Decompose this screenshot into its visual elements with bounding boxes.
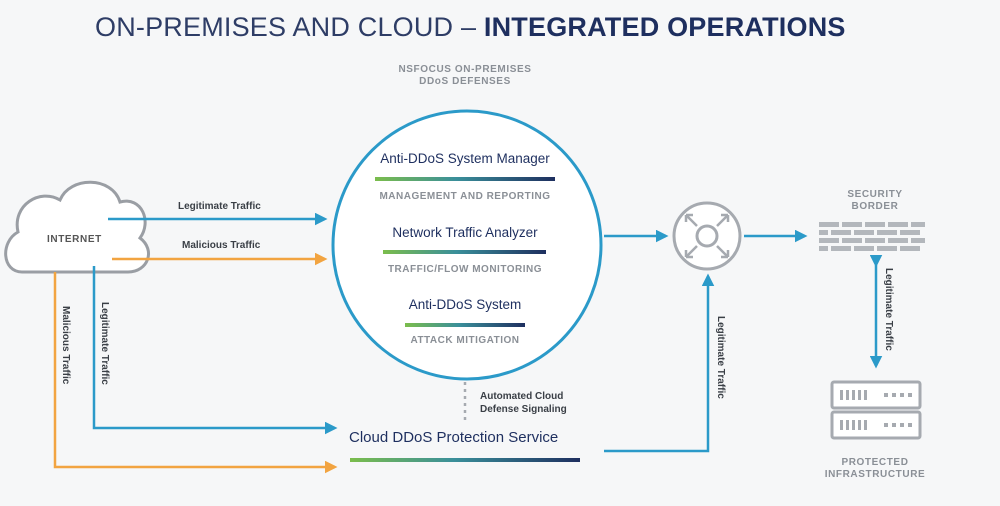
component-title: Anti-DDoS System	[408, 297, 522, 312]
security-border-line2: BORDER	[851, 201, 899, 212]
protected-line1: PROTECTED	[841, 457, 909, 468]
legit-traffic-down-label: Legitimate Traffic	[99, 302, 110, 385]
component-subtitle: TRAFFIC/FLOW MONITORING	[387, 264, 543, 275]
malicious-traffic-label: Malicious Traffic	[182, 240, 261, 251]
security-border-label: SECURITY BORDER	[825, 189, 925, 213]
onprem-caption: NSFOCUS ON-PREMISES DDoS DEFENSES	[380, 64, 550, 88]
legit-traffic-up-label: Legitimate Traffic	[715, 316, 726, 399]
component-bar	[383, 250, 546, 254]
component-bar	[405, 323, 525, 327]
legit-traffic-label: Legitimate Traffic	[178, 201, 261, 212]
onprem-caption-line2: DDoS DEFENSES	[419, 76, 511, 87]
malicious-traffic-down-arrow	[53, 272, 338, 474]
legit-traffic-down-arrow	[92, 266, 338, 435]
signaling-line2: Defense Signaling	[480, 404, 567, 415]
cloud-to-router-arrow	[604, 273, 715, 453]
router-icon	[672, 201, 742, 271]
cloud-service-label: Cloud DDoS Protection Service	[349, 429, 559, 446]
cloud-service-bar	[350, 458, 580, 462]
server-icon	[830, 380, 922, 440]
component-subtitle: ATTACK MITIGATION	[410, 335, 520, 346]
component-title: Anti-DDoS System Manager	[380, 151, 550, 166]
security-border-line1: SECURITY	[847, 189, 903, 200]
title-bold: INTEGRATED OPERATIONS	[483, 12, 846, 42]
firewall-icon	[819, 222, 925, 251]
protected-infrastructure-label: PROTECTED INFRASTRUCTURE	[815, 457, 935, 481]
signaling-line1: Automated Cloud	[480, 391, 564, 402]
legit-traffic-border-label: Legitimate Traffic	[883, 268, 894, 351]
component-subtitle: MANAGEMENT AND REPORTING	[379, 191, 551, 202]
malicious-traffic-down-label: Malicious Traffic	[60, 306, 71, 385]
page-title: ON-PREMISES AND CLOUD – INTEGRATED OPERA…	[95, 12, 846, 43]
internet-label: INTERNET	[47, 234, 102, 245]
protected-line2: INFRASTRUCTURE	[824, 469, 926, 480]
signaling-label: Automated Cloud Defense Signaling	[480, 390, 567, 416]
title-light: ON-PREMISES AND CLOUD –	[95, 12, 484, 42]
component-bar	[375, 177, 555, 181]
internet-cloud-icon	[4, 180, 150, 274]
onprem-caption-line1: NSFOCUS ON-PREMISES	[398, 64, 532, 75]
component-title: Network Traffic Analyzer	[392, 225, 538, 240]
